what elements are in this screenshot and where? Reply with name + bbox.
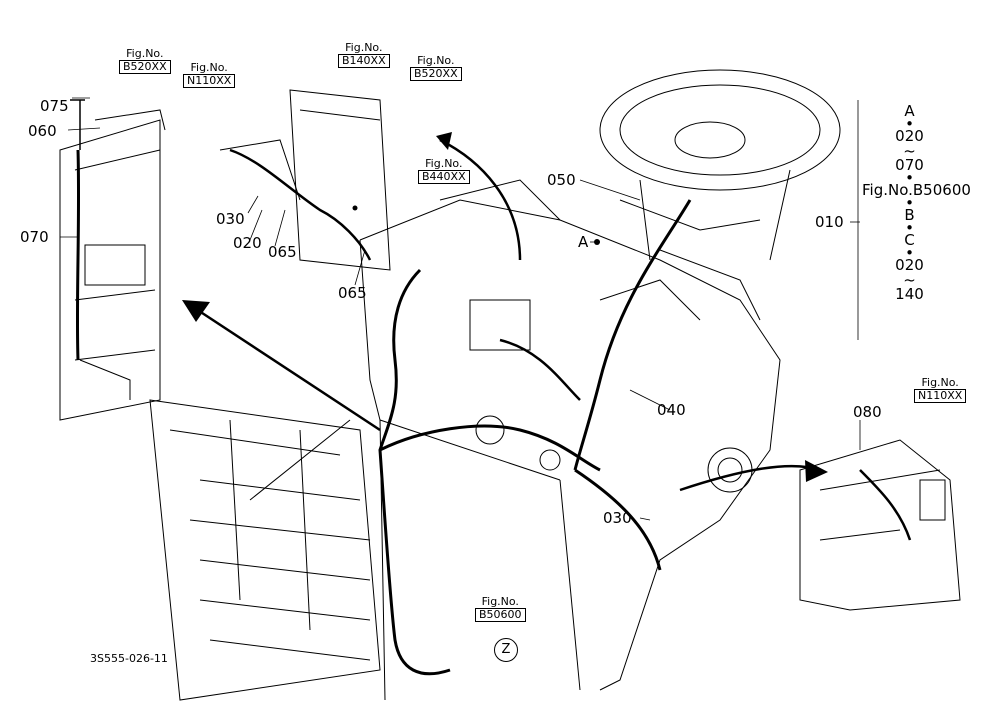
fig-ref-b140: Fig.No. B140XX — [338, 42, 390, 68]
drawing-code: 3S555-026-11 — [90, 652, 168, 665]
fig-ref-label: Fig.No. — [126, 47, 164, 60]
callout-a: A — [578, 233, 589, 251]
seat-frame — [149, 399, 381, 701]
seq-item: 070 — [895, 156, 924, 174]
seq-item: 140 — [895, 285, 924, 303]
seq-dot: • — [905, 169, 914, 187]
callout-010: 010 — [815, 213, 844, 231]
seq-dot: • — [905, 219, 914, 237]
callout-065-right: 065 — [338, 284, 367, 302]
seq-dot: • — [905, 115, 914, 133]
fig-ref-b520-top: Fig.No. B520XX — [410, 55, 462, 81]
fig-ref-number: B520XX — [119, 60, 171, 74]
fig-ref-label: Fig.No. — [417, 54, 455, 67]
seq-item: A — [904, 102, 915, 120]
seq-tilde: ~ — [903, 271, 916, 289]
fig-ref-b520-left: Fig.No. B520XX — [119, 48, 171, 74]
arrow-up — [439, 138, 522, 261]
dashboard-console — [359, 179, 781, 701]
seq-item: C — [904, 231, 915, 249]
fig-ref-number: B50600 — [475, 608, 526, 622]
seq-item: B — [904, 206, 915, 224]
fig-ref-label: Fig.No. — [345, 41, 383, 54]
callout-040: 040 — [657, 401, 686, 419]
fig-ref-label: Fig.No. — [425, 157, 463, 170]
view-z-marker: Z — [494, 638, 518, 662]
fig-ref-b50600: Fig.No. B50600 — [475, 596, 526, 622]
fig-ref-number: N110XX — [183, 74, 236, 88]
fig-ref-label: Fig.No. — [921, 376, 959, 389]
sequence-010: A • 020 ~ 070 • Fig.No.B50600 • B • C • … — [862, 102, 971, 303]
fig-ref-n110-left: Fig.No. N110XX — [183, 61, 236, 88]
callout-050: 050 — [547, 171, 576, 189]
seq-dot: • — [905, 194, 914, 212]
fig-ref-number: B140XX — [338, 54, 390, 68]
seq-dot: • — [905, 244, 914, 262]
callout-060: 060 — [28, 122, 57, 140]
right-frame-panel — [799, 439, 961, 611]
fig-ref-n110-right: Fig.No. N110XX — [914, 376, 967, 403]
seq-tilde: ~ — [903, 142, 916, 160]
callout-020: 020 — [233, 234, 262, 252]
fig-ref-number: B520XX — [410, 67, 462, 81]
fig-ref-b440: Fig.No. B440XX — [418, 158, 470, 184]
callout-065-left: 065 — [268, 243, 297, 261]
callout-075: 075 — [40, 97, 69, 115]
fig-ref-number: B440XX — [418, 170, 470, 184]
left-harness-wire — [75, 149, 81, 361]
callout-030-lower: 030 — [603, 509, 632, 527]
seq-item: Fig.No.B50600 — [862, 181, 971, 199]
callout-070: 070 — [20, 228, 49, 246]
left-frame-panel — [59, 109, 166, 421]
fig-ref-number: N110XX — [914, 389, 967, 403]
seq-item: 020 — [895, 127, 924, 145]
callout-030-upper: 030 — [216, 210, 245, 228]
steering-wheel — [599, 69, 841, 321]
main-harness-wire — [378, 268, 451, 676]
callout-080: 080 — [853, 403, 882, 421]
upper-bracket — [219, 89, 391, 271]
fig-ref-label: Fig.No. — [481, 595, 519, 608]
seq-item: 020 — [895, 256, 924, 274]
arrow-left — [189, 303, 381, 432]
fig-ref-label: Fig.No. — [190, 61, 228, 74]
